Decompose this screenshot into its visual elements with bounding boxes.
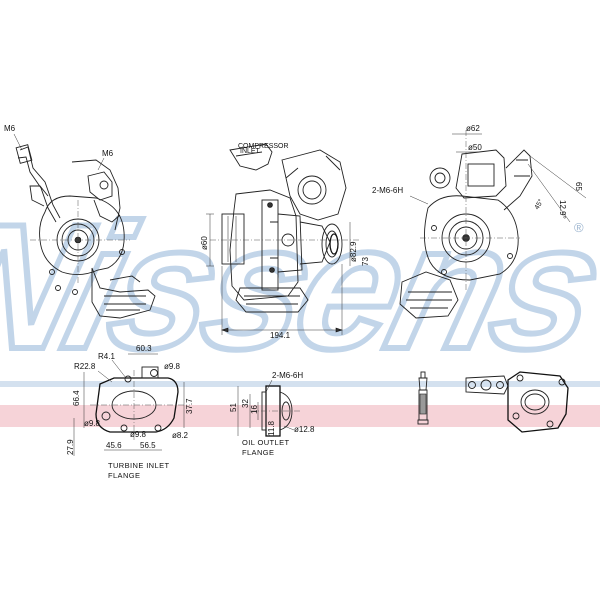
oil-outlet-flange: 2-M6-6H 51 32 16 11.8 ø12.8 OIL OUTLET F… [229,371,315,457]
dim-d9-8-bottom: ø9.8 [130,430,147,439]
actuator-port [429,167,451,189]
turbine-inlet-flange: 66.4 37.7 27.9 60.3 R4.1 R22.8 ø9.8 ø9.8… [66,344,194,480]
dim-d82-9: ø82.9 [349,241,358,262]
dim-r4-1: R4.1 [98,352,115,361]
sealant-tube-accessory [417,371,429,425]
caption-turbine-inlet: TURBINE INLET [108,461,169,470]
oil-drain-flange [321,223,343,265]
dim-37-7: 37.7 [185,398,194,414]
dim-32: 32 [241,399,250,408]
caption-oil-flange: FLANGE [242,448,274,457]
dim-d9-8-top: ø9.8 [164,362,181,371]
label-m6-side: M6 [102,149,114,158]
gasket-accessory [465,375,509,395]
dim-12-9: 12.9° [558,200,567,219]
dim-d8-2: ø8.2 [172,431,189,440]
dim-65: 65 [574,182,583,191]
dim-51: 51 [229,403,238,412]
compressor-housing [39,195,125,275]
dim-2-m6-6h: 2-M6-6H [372,186,403,195]
turbine-housing [424,195,519,281]
caption-turbine-flange: FLANGE [108,471,140,480]
dim-16: 16 [250,405,259,414]
svg-text:COMPRESSOR: COMPRESSOR [238,143,289,150]
caption-oil-outlet: OIL OUTLET [242,438,289,447]
dim-60-3: 60.3 [136,344,152,353]
dim-d50: ø50 [468,143,482,152]
flange-plate-accessory [507,371,569,433]
dim-d60: ø60 [200,236,209,250]
dim-d62: ø62 [466,124,480,133]
pink-band [0,405,600,427]
blue-band [0,381,600,387]
dim-66-4: 66.4 [72,390,81,406]
dim-r22-8: R22.8 [74,362,96,371]
dim-oil-thread: 2-M6-6H [272,371,303,380]
turbo-left-view: M6 M6 [4,124,156,319]
label-m6-top: M6 [4,124,16,133]
turbine-wheel-ring [297,175,327,205]
registered-mark: ® [574,220,584,235]
dim-27-9: 27.9 [66,439,75,455]
turbo-right-view: ø62 ø50 2-M6-6H 65 12.9° 45° [372,124,587,319]
flange-outline [95,377,179,433]
dim-194-1: 194.1 [270,331,291,340]
actuator-link [19,146,61,219]
dim-56-5: 56.5 [140,441,156,450]
dim-11-8: 11.8 [267,420,276,436]
dim-d12-8: ø12.8 [294,425,315,434]
dim-d9-8-left: ø9.8 [84,419,101,428]
dim-45-6: 45.6 [106,441,122,450]
dim-73: 73 [361,257,370,266]
svg-text:INLET: INLET [240,148,261,155]
turbo-center-view: COMPRESSOR INLET ø60 ø82.9 73 [200,143,370,340]
